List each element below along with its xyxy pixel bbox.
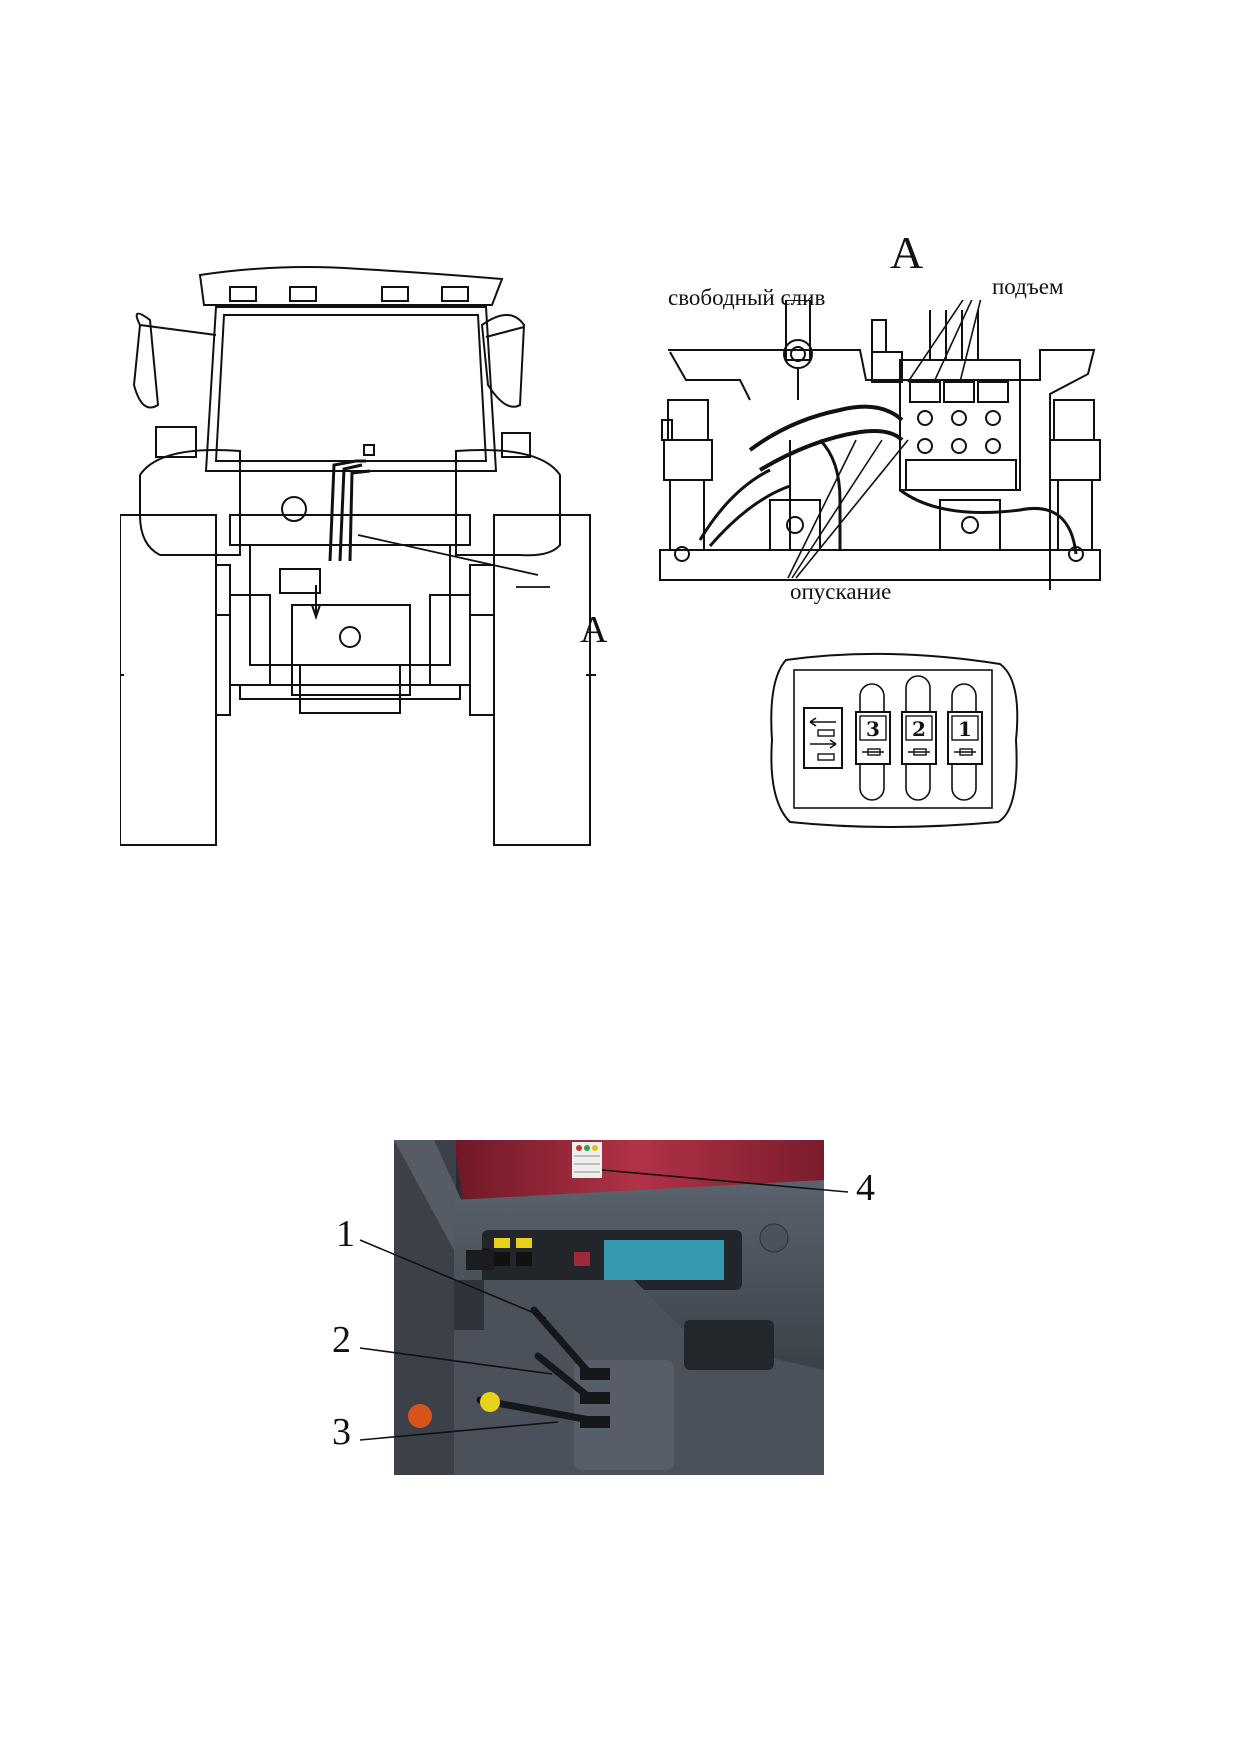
right-lamp [501,432,531,458]
hitch-bracket [291,604,411,696]
left-lamp [155,426,197,458]
fender-left [139,449,241,556]
rear-tyre-right [493,514,591,846]
mirror-left [132,312,160,409]
callout-4: 4 [856,1167,875,1209]
coupling-box [363,444,375,456]
drawbar [239,684,461,700]
info-display [604,1240,724,1280]
label-raise: подъем [992,274,1064,299]
right-cylinder-top [1053,399,1095,441]
decal-slot-3: 3 [866,717,880,741]
lever-decal: 3 2 1 [770,652,1019,828]
roof-light-2 [289,286,317,302]
fender-right [455,449,561,557]
label-free-drain: свободный слив [668,285,826,310]
roof-light-3 [381,286,409,302]
tractor-rear-view-drawing [120,266,596,846]
cab-interior-photo [394,1140,824,1475]
roof-light-1 [229,286,257,302]
yellow-knob [480,1392,500,1412]
label-lower: опускание [790,579,892,604]
cab-roof [198,266,504,306]
decal-slot-2: 2 [912,717,926,741]
lever-quadrant [574,1360,674,1470]
lever-2 [534,1352,594,1402]
decal-slot-1: 1 [958,717,972,741]
view-a-title: А [890,227,924,278]
mirror-right [480,314,526,408]
callout-1: 1 [336,1213,355,1255]
rear-tyre-left [120,514,217,846]
callout-3: 3 [332,1411,351,1453]
orange-knob [408,1404,432,1428]
callout-a: А [580,609,608,651]
leader-a [357,534,539,576]
photo-leaders [359,1169,849,1441]
view-a-valve-drawing [659,300,1101,590]
lever-1 [530,1306,594,1378]
callout-2: 2 [332,1319,351,1361]
cab-frame [204,306,498,472]
roof-light-4 [441,286,469,302]
pto-valve [281,496,307,522]
rear-window [214,314,488,462]
left-cylinder-top [667,399,709,441]
console-vent [684,1320,774,1370]
